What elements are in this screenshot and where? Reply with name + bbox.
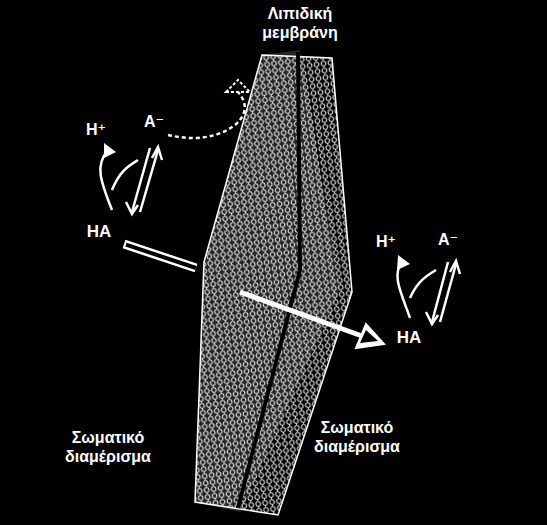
dissociation-arrow	[397, 262, 410, 318]
proton-label: H⁺	[368, 232, 404, 251]
arrow-head	[397, 255, 410, 270]
dissociation-arrow	[112, 160, 138, 190]
permeation-arrow	[240, 292, 362, 336]
arrow-head	[126, 202, 138, 214]
equilibrium-arrow	[440, 264, 456, 322]
bilayer-core	[238, 52, 300, 508]
equilibrium-arrow	[132, 148, 150, 212]
arrow-head	[426, 312, 438, 324]
compartment-label: Σωματικό διαμέρισμα	[38, 428, 178, 466]
arrow-head	[152, 147, 162, 160]
dissociation-arrow	[410, 270, 436, 298]
arrow-head	[450, 261, 460, 274]
equilibrium-arrow	[140, 150, 158, 212]
acid-label: HA	[384, 328, 434, 348]
acid-label: HA	[74, 222, 124, 242]
anion-label: A⁻	[134, 112, 174, 131]
membrane-label: Λιπιδική μεμβράνη	[245, 4, 355, 42]
arrow-head	[356, 324, 384, 348]
anion-label: A⁻	[428, 230, 468, 249]
proton-label: H⁺	[78, 120, 114, 139]
dissociation-arrow	[100, 150, 112, 210]
equilibrium-arrow	[432, 262, 448, 322]
arrow-head	[104, 143, 116, 158]
blocked-ion-path	[168, 92, 245, 138]
arrow-head	[226, 80, 250, 92]
arrow-head	[360, 330, 378, 343]
permeation-arrow	[126, 245, 196, 268]
permeation-arrow	[124, 244, 196, 268]
compartment-label: Σωματικό διαμέρισμα	[282, 418, 432, 456]
